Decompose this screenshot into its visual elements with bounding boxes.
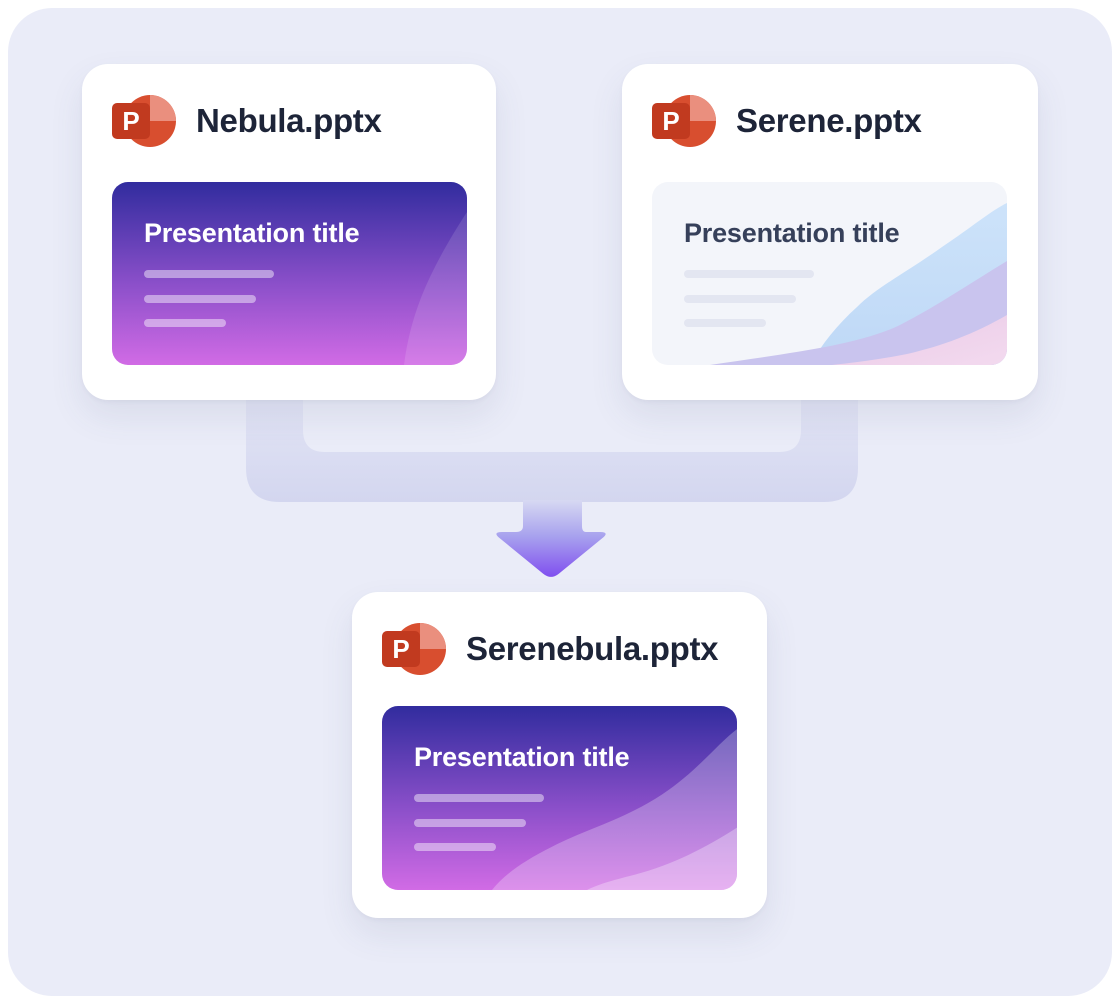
powerpoint-icon: P [112,95,176,147]
powerpoint-icon: P [652,95,716,147]
file-name-label: Serene.pptx [736,102,922,139]
bracket-shape [246,392,858,502]
file-card-serenebula: P Serenebula.pptx Presentation title [352,592,767,918]
file-header: P Nebula.pptx [112,92,476,150]
slide-thumbnail-serenebula: Presentation title [382,706,737,890]
wave-decoration [404,212,467,365]
file-card-serene: P Serene.pptx Pr [622,64,1038,400]
powerpoint-icon: P [382,623,446,675]
slide-title: Presentation title [144,218,360,248]
text-placeholder-line [684,295,796,303]
file-name-label: Serenebula.pptx [466,630,719,667]
slide-thumbnail-nebula: Presentation title [112,182,467,365]
text-placeholder-line [684,270,814,278]
powerpoint-letter: P [662,106,679,136]
wave-decoration [492,729,737,890]
arrow-down-icon [496,500,606,577]
text-placeholder-line [414,819,526,827]
file-card-nebula: P Nebula.pptx Presentation title [82,64,496,400]
text-placeholder-line [414,794,544,802]
text-placeholder-line [144,295,256,303]
text-placeholder-line [144,319,226,327]
file-header: P Serene.pptx [652,92,1018,150]
file-header: P Serenebula.pptx [382,620,747,678]
slide-title: Presentation title [414,742,630,772]
powerpoint-letter: P [392,634,409,664]
slide-thumbnail-serene: Presentation title [652,182,1007,365]
slide-title: Presentation title [684,218,900,248]
file-name-label: Nebula.pptx [196,102,382,139]
powerpoint-letter: P [122,106,139,136]
text-placeholder-line [684,319,766,327]
wave-decoration [710,203,1007,365]
text-placeholder-line [414,843,496,851]
text-placeholder-line [144,270,274,278]
